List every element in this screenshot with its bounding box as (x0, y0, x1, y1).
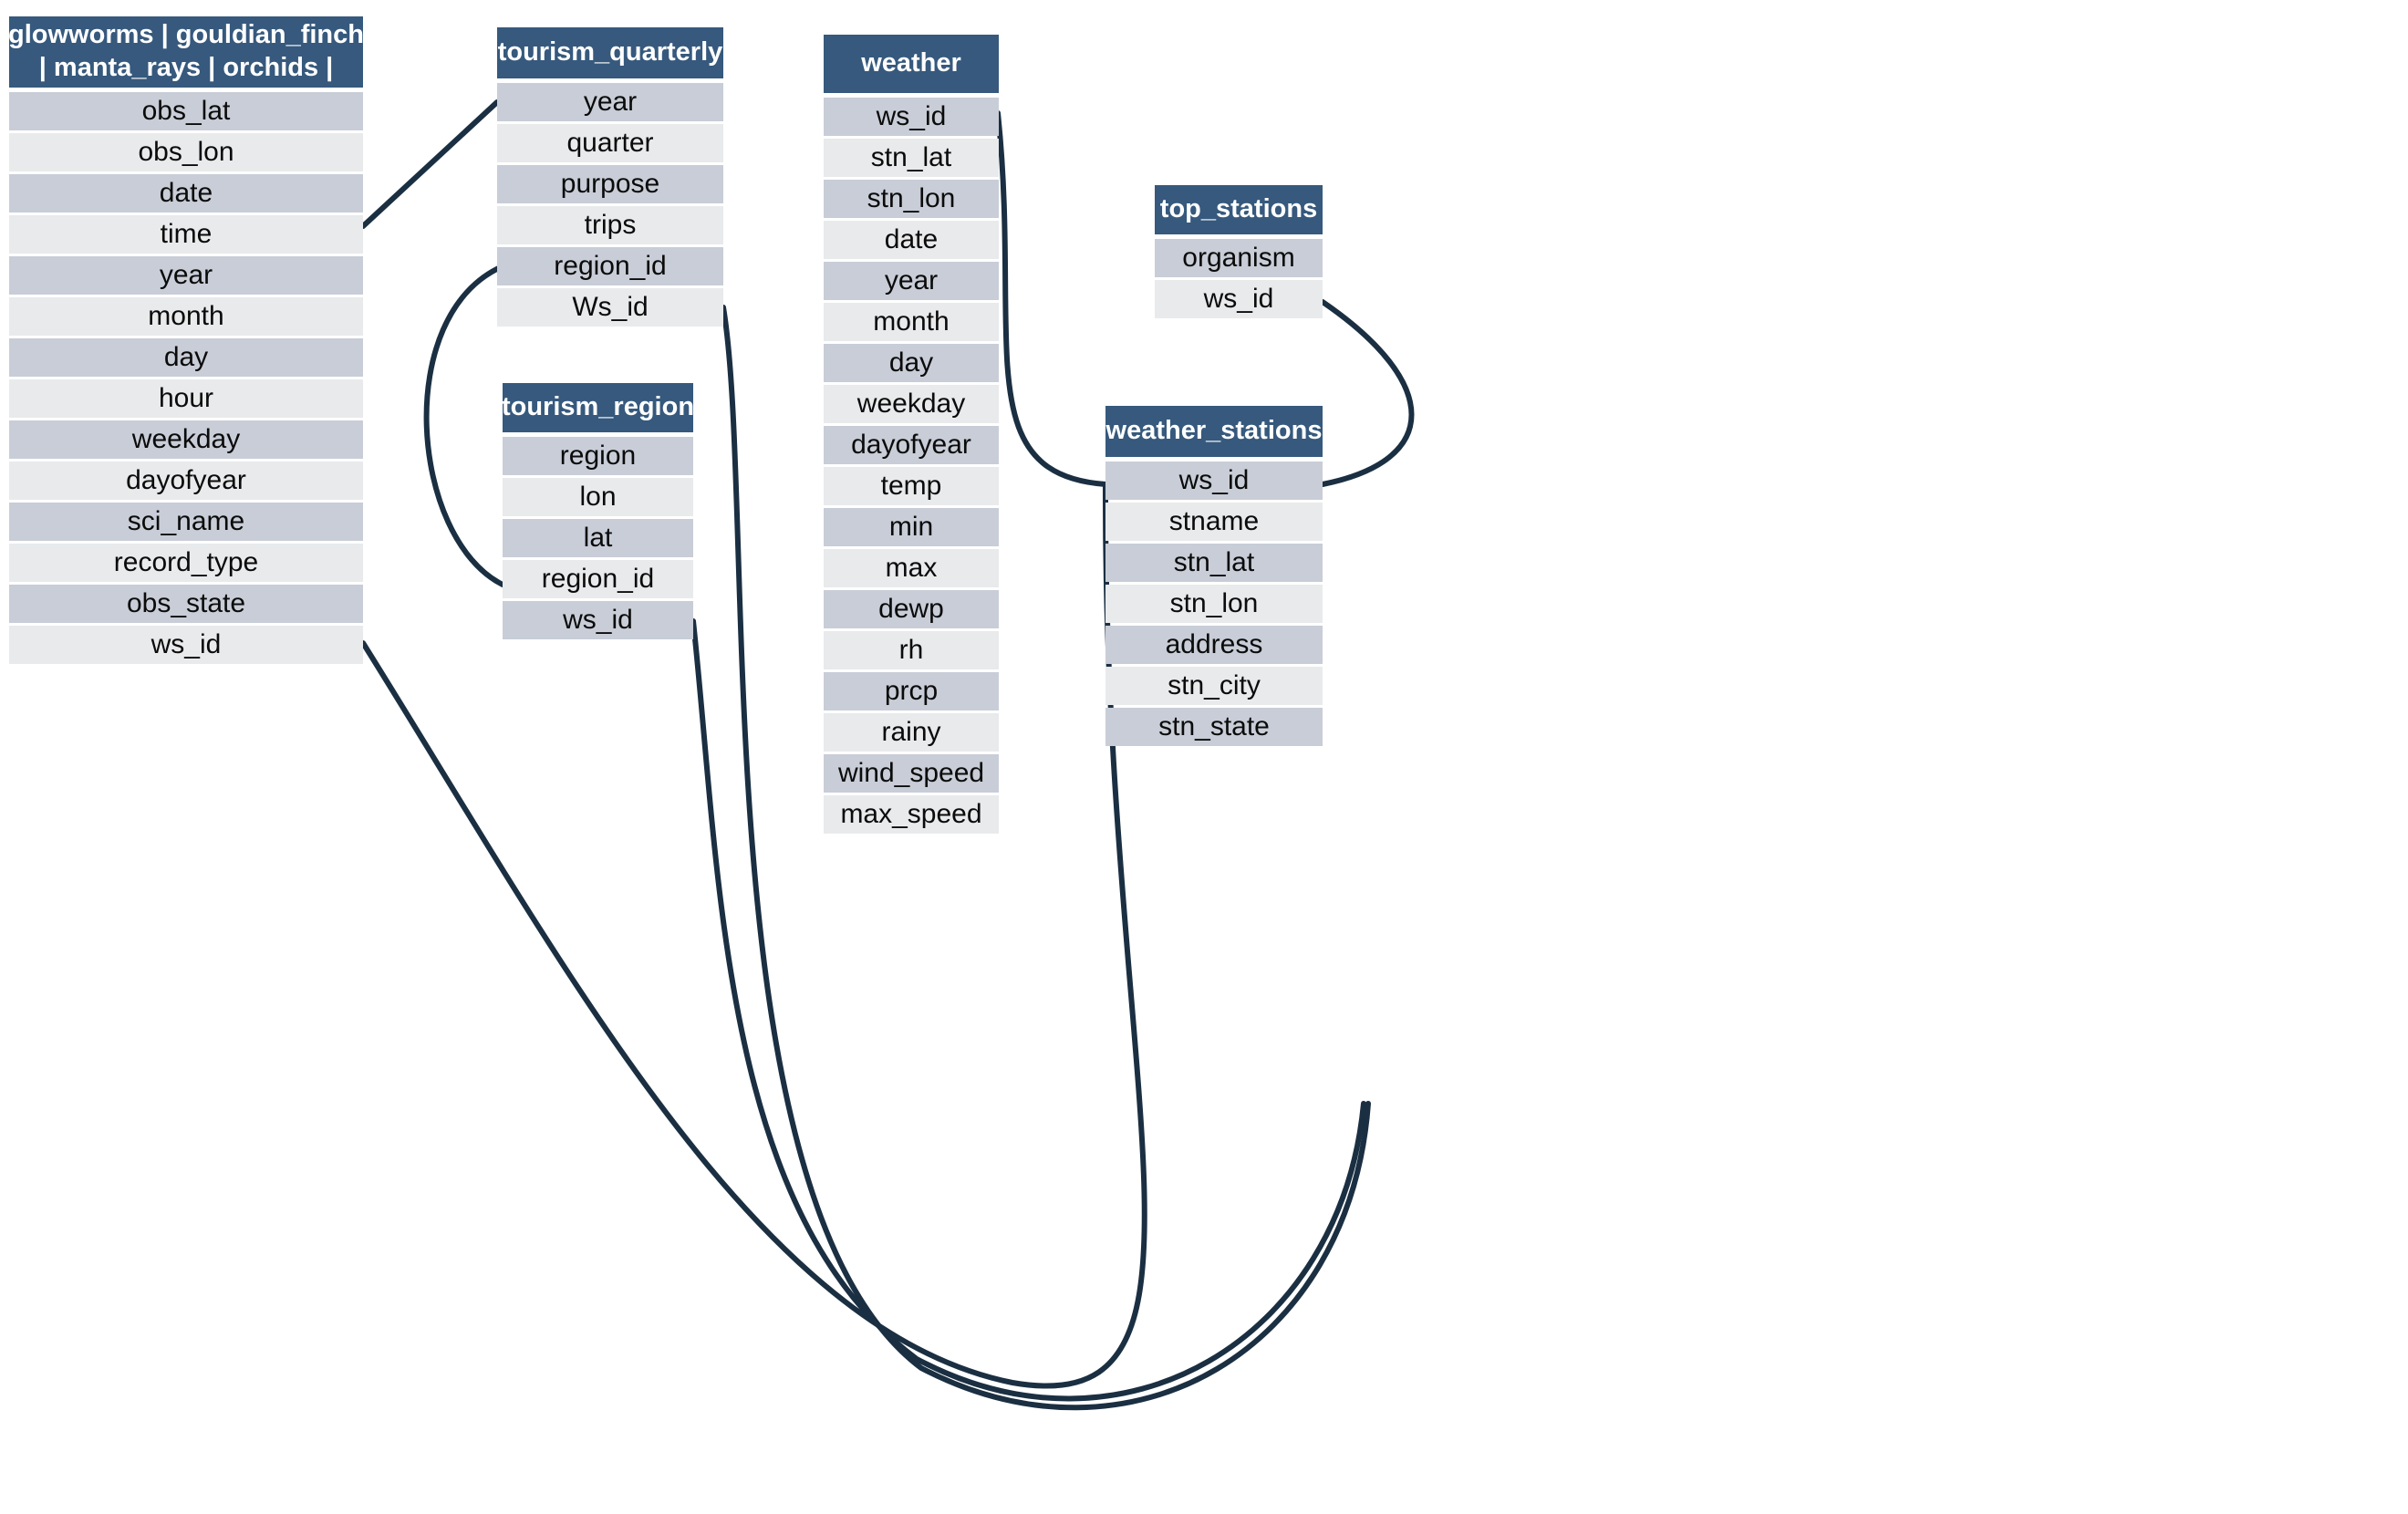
entity-field-weather-weekday[interactable]: weekday (824, 385, 999, 423)
entity-field-weather-stn_lon[interactable]: stn_lon (824, 180, 999, 218)
entity-table-organisms[interactable]: | glowworms | gouldian_finch | | manta_ra… (0, 16, 379, 664)
entity-title-line: | manta_rays | orchids | (38, 53, 334, 82)
entity-field-organisms-day[interactable]: day (9, 338, 363, 377)
entity-field-weather_stations-stn_city[interactable]: stn_city (1105, 667, 1323, 705)
entity-title-line: weather (861, 48, 961, 78)
entity-field-organisms-date[interactable]: date (9, 174, 363, 213)
entity-title-line: top_stations (1159, 194, 1318, 224)
entity-field-weather-wind_speed[interactable]: wind_speed (824, 754, 999, 793)
entity-field-weather-prcp[interactable]: prcp (824, 672, 999, 710)
entity-field-organisms-obs_state[interactable]: obs_state (9, 585, 363, 623)
connector-weather-ws-id-to-weather-stations-ws-id (995, 110, 1108, 487)
entity-title-line: weather_stations (1105, 416, 1323, 446)
entity-field-tourism_region-lat[interactable]: lat (503, 519, 693, 557)
entity-header-weather_stations: weather_stations (1105, 406, 1323, 457)
entity-field-weather-dewp[interactable]: dewp (824, 590, 999, 628)
connector-organisms-time-to-tourism-quarterly-year (360, 99, 500, 229)
entity-field-organisms-sci_name[interactable]: sci_name (9, 503, 363, 541)
entity-field-weather-temp[interactable]: temp (824, 467, 999, 505)
entity-field-weather-date[interactable]: date (824, 221, 999, 259)
entity-field-weather-month[interactable]: month (824, 303, 999, 341)
entity-header-organisms: | glowworms | gouldian_finch | | manta_ra… (0, 16, 379, 88)
entity-field-tourism_quarterly-quarter[interactable]: quarter (497, 124, 723, 162)
entity-field-tourism_region-region[interactable]: region (503, 437, 693, 475)
entity-field-weather-dayofyear[interactable]: dayofyear (824, 426, 999, 464)
entity-field-top_stations-organism[interactable]: organism (1155, 239, 1323, 277)
entity-field-weather-max[interactable]: max (824, 549, 999, 587)
entity-field-weather_stations-ws_id[interactable]: ws_id (1105, 461, 1323, 500)
entity-field-organisms-dayofyear[interactable]: dayofyear (9, 461, 363, 500)
entity-field-tourism_region-lon[interactable]: lon (503, 478, 693, 516)
entity-title-line: | glowworms | gouldian_finch | (0, 20, 379, 50)
entity-field-tourism_region-region_id[interactable]: region_id (503, 560, 693, 598)
entity-field-organisms-hour[interactable]: hour (9, 379, 363, 418)
entity-field-weather-year[interactable]: year (824, 262, 999, 300)
entity-field-organisms-obs_lon[interactable]: obs_lon (9, 133, 363, 171)
entity-field-weather-ws_id[interactable]: ws_id (824, 98, 999, 136)
entity-field-organisms-record_type[interactable]: record_type (9, 544, 363, 582)
entity-field-weather-min[interactable]: min (824, 508, 999, 546)
entity-field-organisms-ws_id[interactable]: ws_id (9, 626, 363, 664)
entity-field-weather_stations-stname[interactable]: stname (1105, 503, 1323, 541)
entity-field-tourism_quarterly-ws_id[interactable]: Ws_id (497, 288, 723, 327)
connector-tourism-quarterly-region-id-to-tourism-region-region-id (423, 264, 505, 587)
connector-organisms-ws-id-to-weather-stations-ws-id (360, 482, 1147, 1389)
entity-field-organisms-time[interactable]: time (9, 215, 363, 254)
entity-title-line: tourism_region (501, 392, 695, 422)
entity-field-weather-day[interactable]: day (824, 344, 999, 382)
entity-field-weather-rh[interactable]: rh (824, 631, 999, 669)
entity-field-weather_stations-stn_state[interactable]: stn_state (1105, 708, 1323, 746)
connector-top-stations-ws-id-to-weather-stations-ws-id (1320, 299, 1415, 487)
entity-field-tourism_quarterly-region_id[interactable]: region_id (497, 247, 723, 285)
entity-header-weather: weather (824, 35, 999, 93)
entity-header-top_stations: top_stations (1155, 185, 1323, 234)
entity-header-tourism_quarterly: tourism_quarterly (497, 27, 723, 78)
entity-field-tourism_quarterly-trips[interactable]: trips (497, 206, 723, 244)
entity-field-weather-rainy[interactable]: rainy (824, 713, 999, 752)
entity-field-tourism_quarterly-year[interactable]: year (497, 83, 723, 121)
entity-title-line: tourism_quarterly (497, 37, 723, 67)
entity-field-weather-stn_lat[interactable]: stn_lat (824, 139, 999, 177)
entity-field-weather_stations-stn_lon[interactable]: stn_lon (1105, 585, 1323, 623)
entity-field-weather-max_speed[interactable]: max_speed (824, 795, 999, 834)
entity-header-tourism_region: tourism_region (501, 383, 695, 432)
entity-field-organisms-month[interactable]: month (9, 297, 363, 336)
entity-field-top_stations-ws_id[interactable]: ws_id (1155, 280, 1323, 318)
entity-field-organisms-obs_lat[interactable]: obs_lat (9, 92, 363, 130)
entity-field-weather_stations-stn_lat[interactable]: stn_lat (1105, 544, 1323, 582)
entity-field-weather_stations-address[interactable]: address (1105, 626, 1323, 664)
entity-field-tourism_region-ws_id[interactable]: ws_id (503, 601, 693, 639)
entity-field-organisms-year[interactable]: year (9, 256, 363, 295)
entity-field-organisms-weekday[interactable]: weekday (9, 420, 363, 459)
entity-field-tourism_quarterly-purpose[interactable]: purpose (497, 165, 723, 203)
